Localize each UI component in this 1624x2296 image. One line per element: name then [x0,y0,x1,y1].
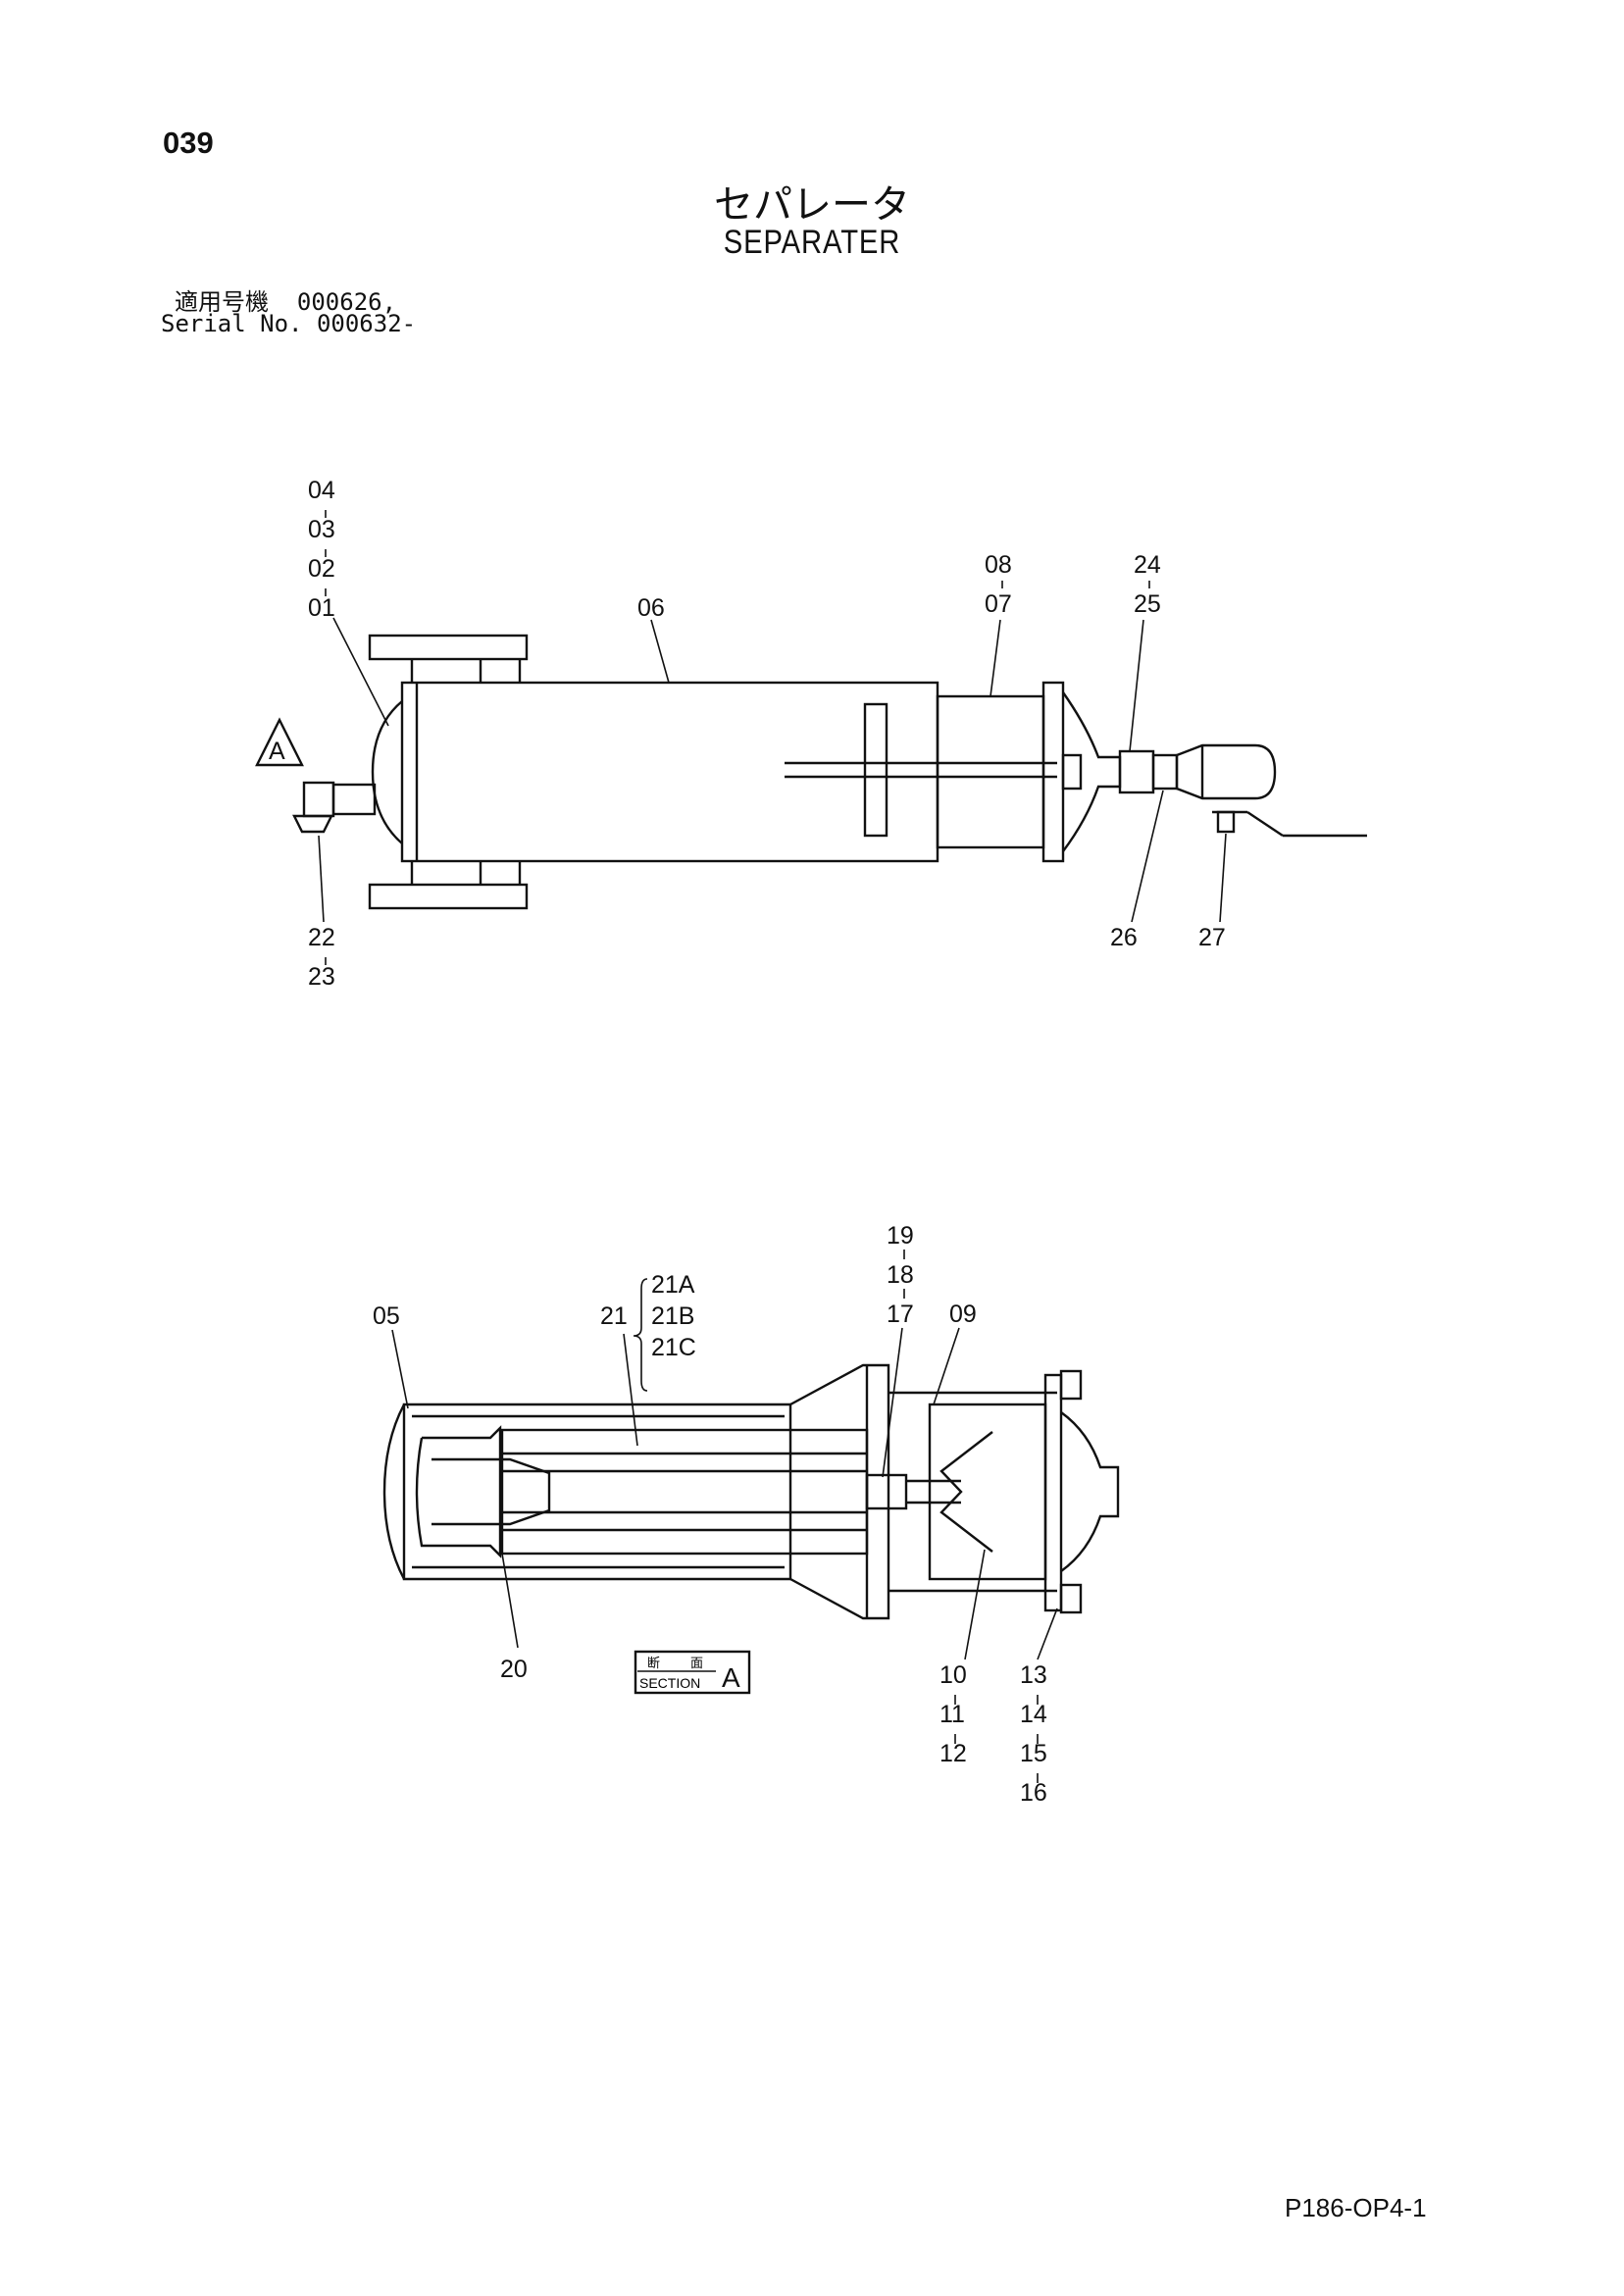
leader-13 [1037,1607,1058,1660]
section-marker-jp-2: 面 [690,1657,703,1671]
leader-25 [1129,619,1144,752]
section-bowl [928,1403,1047,1581]
bolt-head-bottom [1059,1583,1083,1614]
inner-nozzle [431,1457,551,1526]
bowl-housing [936,694,1045,849]
section-view-drawing [382,1363,1120,1620]
inlet-flange-top [368,634,529,661]
page-number: 039 [163,126,214,160]
leader-06 [650,619,670,684]
fitting-24-25 [1118,749,1155,794]
section-right-flange [1043,1373,1063,1612]
section-view-labels: 05 21 21A 21B 21C 19 18 17 09 20 10 11 1… [373,1222,1047,1807]
drain-valve-tip [292,814,333,834]
part-label: 10 [939,1661,967,1689]
leader-10 [964,1549,986,1660]
center-nut [865,1473,908,1510]
leader-26 [1131,790,1164,923]
right-end-cone [1062,691,1122,852]
leader-22 [318,835,325,923]
title-english: SEPARATER [723,224,901,261]
section-baffle [939,1431,993,1553]
part-label: 16 [1020,1779,1047,1807]
part-label: 04 [308,477,335,504]
serial-value-en: 000632- [316,310,417,337]
leader-21 [623,1333,638,1447]
section-marker-jp-1: 断 [647,1657,660,1671]
brace-21 [633,1278,648,1392]
serial-line-japanese: 適用号機 000626, [175,290,396,314]
section-cone-flange [789,1363,890,1620]
bolt-head-top [1059,1369,1083,1401]
valve-stem [1216,810,1236,834]
filter-element [500,1428,869,1556]
drain-valve-body [302,781,335,818]
part-label: 27 [1198,924,1226,951]
fitting-26 [1151,753,1179,791]
part-label: 07 [985,590,1012,618]
left-end-cap [371,700,403,844]
leader-27 [1219,833,1227,923]
drain-neck [331,783,377,816]
section-marker-letter: A [722,1662,740,1693]
part-label: 21A [651,1271,695,1299]
view-marker-triangle [255,717,304,767]
top-view-labels: 04 03 02 01 06 08 07 24 25 A 22 23 26 27 [269,477,1226,991]
title-japanese: セパレータ [714,182,910,228]
section-marker: 断 面 SECTION A [634,1650,751,1695]
part-label: 18 [887,1261,914,1289]
top-view-drawing [255,634,1367,910]
part-label: 02 [308,555,335,583]
outlet-flange-bottom [368,883,529,910]
part-label: 14 [1020,1701,1047,1728]
leader-07 [990,619,1001,697]
section-marker-box [634,1650,751,1695]
end-nut [1061,753,1083,791]
part-label: 21C [651,1334,696,1361]
leader-17 [882,1327,903,1478]
leader-20 [501,1553,519,1649]
part-label: 05 [373,1302,400,1330]
part-label: 26 [1110,924,1138,951]
leader-09 [933,1327,960,1405]
part-label: 03 [308,516,335,543]
part-label: 11 [939,1701,965,1728]
leader-01 [332,617,389,727]
part-label: 24 [1134,551,1161,579]
part-label: 13 [1020,1661,1047,1689]
part-label: 19 [887,1222,914,1250]
part-label: 23 [308,963,335,991]
serial-label-en: Serial No. [161,310,303,337]
part-label: 12 [939,1740,967,1767]
part-label: 21 [600,1302,628,1330]
top-view-leaders [318,510,1227,965]
serial-label-jp: 適用号機 [175,288,269,316]
part-label: 01 [308,594,335,622]
valve-lever [1246,811,1284,837]
part-label: 22 [308,924,335,951]
part-label: 06 [637,594,665,622]
section-view-leaders [391,1250,1058,1783]
part-label: 09 [949,1301,977,1328]
part-label: 15 [1020,1740,1047,1767]
serial-line-english: Serial No. 000632- [161,312,416,335]
separator-body [400,681,939,863]
part-label: 25 [1134,590,1161,618]
right-flange [1041,681,1065,863]
section-end-cap [1060,1411,1120,1572]
section-inner-cap [415,1425,502,1558]
baffle-disk [863,702,888,838]
part-label: 08 [985,551,1012,579]
view-marker-letter: A [269,738,285,765]
part-label: 20 [500,1656,528,1683]
serial-value-jp: 000626, [296,288,397,316]
section-left-cap [382,1403,406,1580]
leader-05 [391,1329,409,1409]
section-marker-text: SECTION [639,1675,700,1691]
part-label: 21B [651,1302,694,1330]
page-code: P186-OP4-1 [1285,2193,1427,2222]
part-label: 17 [887,1301,914,1328]
auto-drain-valve [1175,743,1277,800]
